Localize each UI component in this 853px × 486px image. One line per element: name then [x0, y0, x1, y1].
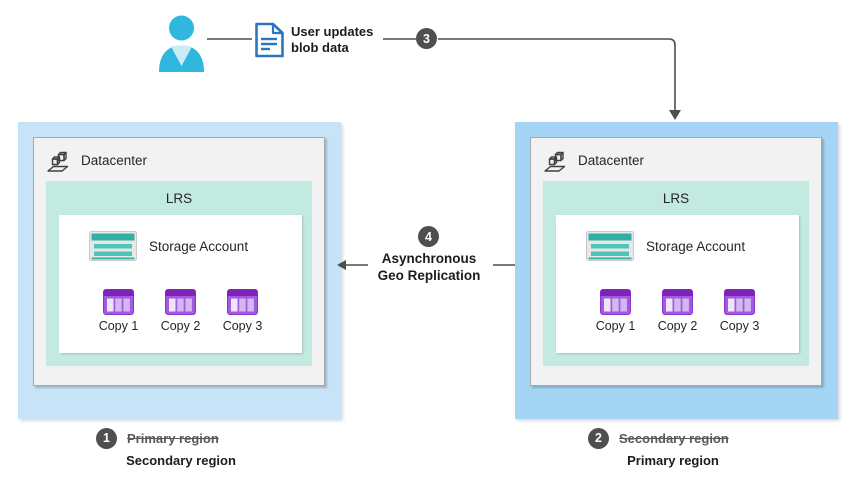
copy-item: Copy 3 [715, 289, 765, 333]
copy-label: Copy 3 [222, 319, 263, 333]
badge3-to-primary-line [438, 38, 676, 111]
datacenter-header: Datacenter [46, 146, 147, 174]
user-updates-label: User updates blob data [291, 24, 373, 56]
current-role-label: Secondary region [126, 453, 236, 468]
step-badge-4: 4 [418, 226, 439, 247]
former-role-label: Secondary region [619, 430, 729, 446]
step-badge-1: 1 [96, 427, 117, 449]
storage-content-box: Storage Account Cop [59, 215, 302, 353]
datacenter-panel: Datacenter LRS Storage Account [33, 137, 325, 386]
down-arrowhead-icon [669, 110, 681, 120]
user-updates-label-line2: blob data [291, 40, 349, 55]
copies-row: Copy 1 Copy 2 [59, 289, 302, 333]
geo-replication-label-line2: Geo Replication [377, 267, 481, 283]
datacenter-label: Datacenter [81, 152, 148, 168]
primary-region-caption: 2 Secondary region Primary region [588, 427, 758, 468]
storage-account-icon [89, 231, 137, 261]
copy-item: Copy 2 [156, 289, 206, 333]
secondary-region-caption: 1 Primary region Secondary region [96, 427, 266, 468]
copy-item: Copy 1 [591, 289, 641, 333]
copy-label: Copy 1 [595, 319, 636, 333]
copies-row: Copy 1 Copy 2 [556, 289, 799, 333]
copy-label: Copy 3 [719, 319, 760, 333]
lrs-label: LRS [165, 191, 193, 206]
datacenter-icon [47, 151, 69, 172]
lrs-box: LRS Storage Account [543, 181, 809, 366]
copy-label: Copy 1 [98, 319, 139, 333]
former-role-label: Primary region [127, 430, 219, 446]
storage-account-row: Storage Account [586, 231, 745, 261]
step-badge-3: 3 [416, 28, 437, 49]
storage-account-icon [586, 231, 634, 261]
copy-icon [662, 289, 693, 315]
datacenter-panel: Datacenter LRS Storage Account [530, 137, 822, 386]
storage-account-label: Storage Account [149, 238, 249, 254]
copy-item: Copy 2 [653, 289, 703, 333]
datacenter-label: Datacenter [578, 152, 645, 168]
lrs-label: LRS [662, 191, 690, 206]
datacenter-icon [544, 151, 566, 172]
copy-icon [724, 289, 755, 315]
caption-row: 2 Secondary region [588, 427, 758, 449]
copy-item: Copy 1 [94, 289, 144, 333]
storage-content-box: Storage Account Copy 1 [556, 215, 799, 353]
lrs-box: LRS Storage Account [46, 181, 312, 366]
copy-icon [165, 289, 196, 315]
current-role-label: Primary region [627, 453, 719, 468]
document-icon [255, 22, 284, 58]
storage-account-label: Storage Account [646, 238, 746, 254]
copy-item: Copy 3 [218, 289, 268, 333]
geo-replication-label-line1: Asynchronous [381, 251, 477, 266]
step-badge-2: 2 [588, 427, 609, 449]
datacenter-header: Datacenter [543, 146, 644, 174]
copy-label: Copy 2 [657, 319, 698, 333]
copy-icon [600, 289, 631, 315]
copy-icon [227, 289, 258, 315]
storage-account-row: Storage Account [89, 231, 248, 261]
copy-icon [103, 289, 134, 315]
primary-region-box: Datacenter LRS Storage Account [515, 122, 838, 419]
person-icon [159, 15, 204, 72]
user-updates-label-line1: User updates [291, 24, 374, 39]
caption-row: 1 Primary region [96, 427, 266, 449]
copy-label: Copy 2 [160, 319, 201, 333]
geo-replication-label: Asynchronous Geo Replication [352, 251, 506, 284]
secondary-region-box: Datacenter LRS Storage Account [18, 122, 341, 419]
